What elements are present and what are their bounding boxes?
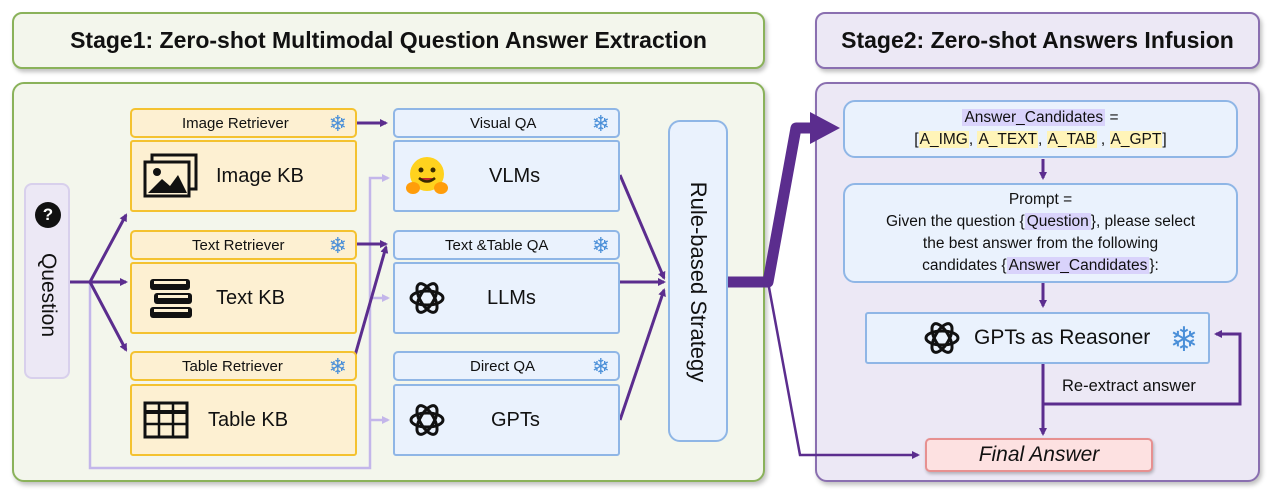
strategy-label: Rule-based Strategy [686,181,711,383]
snowflake-icon: ❄ [591,354,610,379]
snowflake-icon: ❄ [1169,321,1199,359]
question-direct-paths [88,174,390,470]
final-answer-label: Final Answer [978,443,1100,466]
reextract-label: Re-extract answer [1062,377,1196,395]
question-label: Question [37,252,60,338]
snowflake-icon: ❄ [591,233,610,258]
retriever-to-qa-paths [350,119,389,367]
qa-to-strategy-paths [618,174,666,421]
llms-label: LLMs [487,286,536,309]
table-kb-label: Table KB [208,408,289,431]
prompt-question-var: Question [1024,213,1091,230]
stage2-title-text: Stage2: Zero-shot Answers Infusion [841,27,1234,53]
candidates-open-bracket: [ [914,131,919,148]
direct-qa-label: Direct QA [470,357,536,375]
visual-qa-label: Visual QA [470,114,537,132]
strategy-to-final-path [766,281,920,459]
answer-candidates-eq: = [1105,109,1119,126]
image-kb-label: Image KB [216,164,304,187]
text-retriever: Text Retriever ❄ [130,230,357,260]
text-kb-label: Text KB [216,286,285,309]
candidate-a-gpt: A_GPT [1109,131,1163,148]
openai-icon [409,282,445,314]
text-kb: Text KB [130,262,357,334]
image-retriever: Image Retriever ❄ [130,108,357,138]
rule-based-strategy-box: Rule-based Strategy [668,120,728,442]
prompt-line1-start: Given the question { [885,213,1025,230]
text-table-qa-label: Text &Table QA [445,236,549,254]
stage1-title-text: Stage1: Zero-shot Multimodal Question An… [70,27,707,53]
text-retriever-label: Text Retriever [192,236,285,254]
books-icon [150,279,192,318]
reasoner-label: GPTs as Reasoner [974,326,1151,349]
image-gallery-icon [143,153,198,198]
stage2-title: Stage2: Zero-shot Answers Infusion [815,12,1260,69]
vlms-box: VLMs [393,140,620,212]
prompt-line2: the best answer from the following [922,235,1159,252]
table-kb: Table KB [130,384,357,456]
answer-candidates-box: Answer_Candidates = [A_IMG, A_TEXT, A_TA… [843,100,1238,158]
question-to-retrievers [70,213,128,352]
candidates-close-bracket: ] [1162,131,1167,148]
prompt-line1-end: }, please select [1090,213,1196,230]
answer-candidates-var: Answer_Candidates [962,109,1106,126]
prompt-title: Prompt = [1008,191,1073,208]
stage1-title: Stage1: Zero-shot Multimodal Question An… [12,12,765,69]
question-box: ? Question [24,183,70,379]
candidate-a-tab: A_TAB [1046,131,1097,148]
prompt-box: Prompt = Given the question {Question}, … [843,183,1238,283]
prompt-line3-start: candidates { [922,257,1007,274]
prompt-candidates-var: Answer_Candidates [1006,257,1150,274]
final-answer-box: Final Answer [925,438,1153,472]
openai-icon [924,322,960,354]
image-kb: Image KB [130,140,357,212]
question-mark-icon: ? [35,202,61,228]
visual-qa-header: Visual QA ❄ [393,108,620,138]
table-grid-icon [143,401,189,439]
text-table-qa-header: Text &Table QA ❄ [393,230,620,260]
image-retriever-label: Image Retriever [182,114,289,132]
vlms-label: VLMs [489,164,541,187]
openai-icon [409,404,445,436]
direct-qa-header: Direct QA ❄ [393,351,620,381]
table-retriever: Table Retriever ❄ [130,351,357,381]
candidate-a-img: A_IMG [918,131,969,148]
llms-box: LLMs [393,262,620,334]
candidate-a-text: A_TEXT [977,131,1039,148]
gpts-label: GPTs [491,408,540,431]
snowflake-icon: ❄ [328,233,347,258]
gpts-box: GPTs [393,384,620,456]
gpts-reasoner-box: GPTs as Reasoner ❄ [865,312,1210,364]
table-retriever-label: Table Retriever [182,357,283,375]
prompt-line3-end: }: [1149,257,1159,274]
snowflake-icon: ❄ [328,111,347,136]
big-arrow-to-candidates [728,122,814,288]
snowflake-icon: ❄ [591,111,610,136]
snowflake-icon: ❄ [328,354,347,379]
stage2-flow-paths [1039,159,1242,436]
hugging-face-icon [406,157,448,194]
